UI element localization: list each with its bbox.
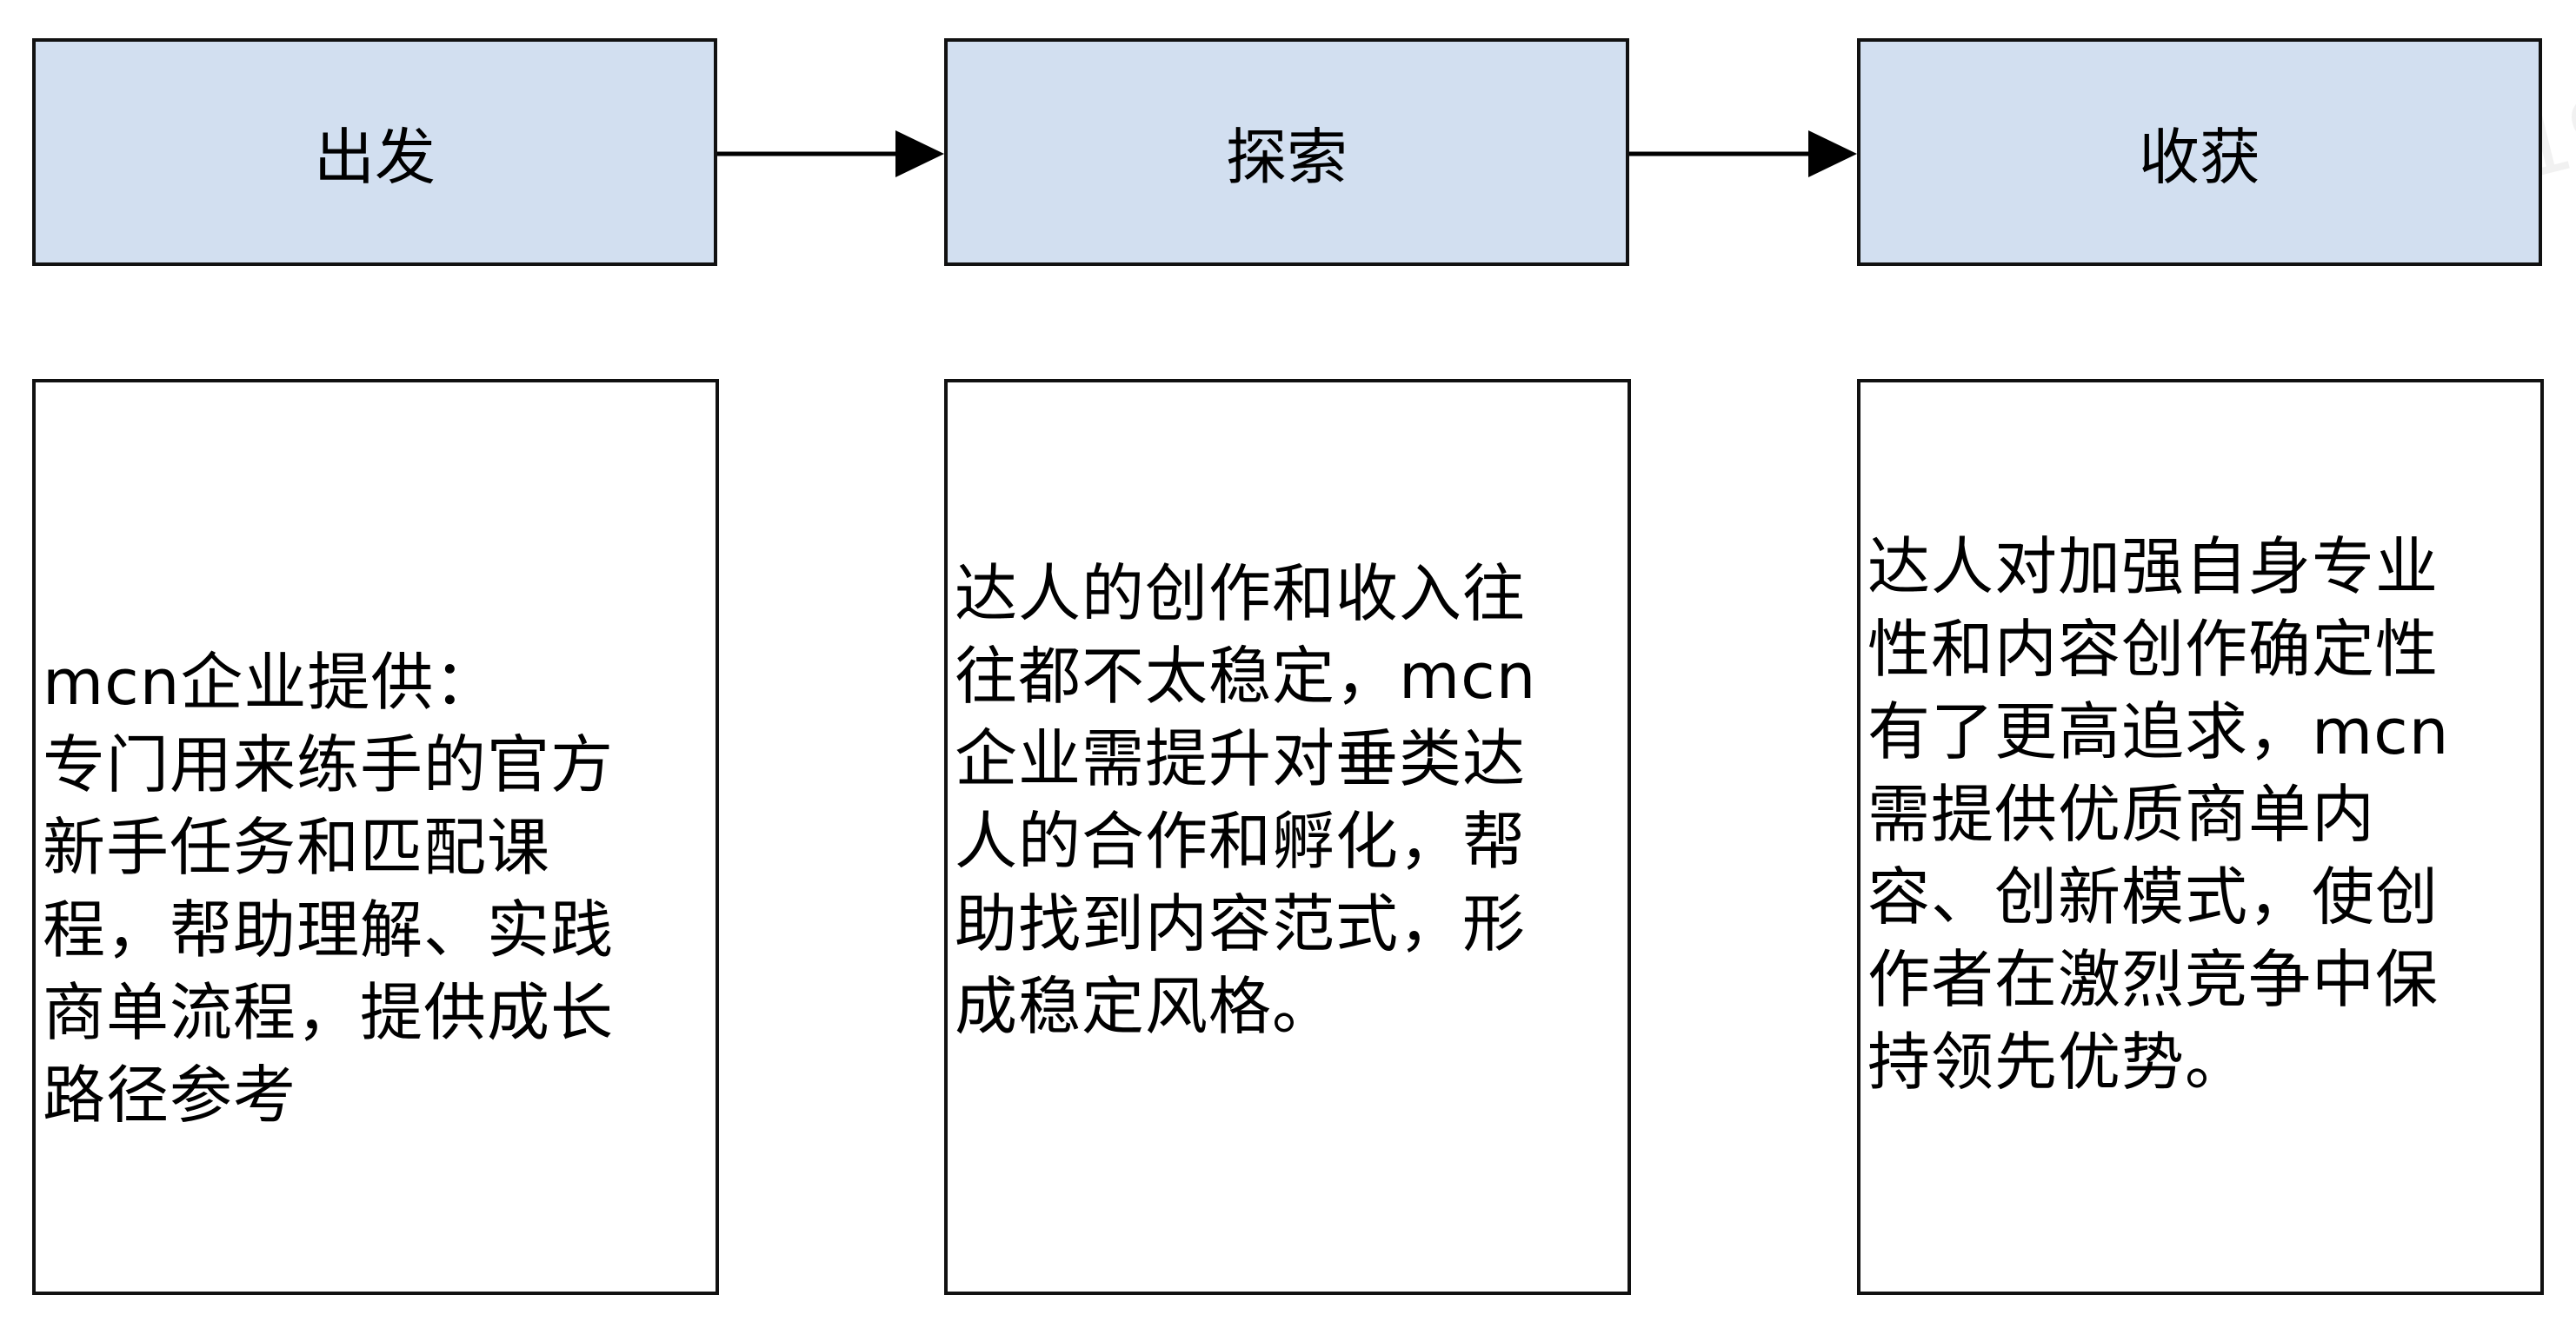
arrow-explore-to-harvest: [1629, 130, 1857, 177]
stage-explore-detail-box: 达人的创作和收入往 往都不太稳定，mcn 企业需提升对垂类达 人的合作和孵化，帮…: [944, 379, 1631, 1295]
stage-explore-box: 探索: [944, 38, 1629, 266]
stage-start-detail-box: mcn企业提供： 专门用来练手的官方 新手任务和匹配课 程，帮助理解、实践 商单…: [32, 379, 719, 1295]
stage-harvest-box: 收获: [1857, 38, 2542, 266]
stage-explore-title: 探索: [1226, 121, 1348, 193]
stage-start-title: 出发: [314, 121, 436, 193]
stage-start-box: 出发: [32, 38, 717, 266]
stage-harvest-title: 收获: [2139, 121, 2260, 193]
stage-start-detail-text: mcn企业提供： 专门用来练手的官方 新手任务和匹配课 程，帮助理解、实践 商单…: [43, 646, 615, 1132]
stage-explore-detail-text: 达人的创作和收入往 往都不太稳定，mcn 企业需提升对垂类达 人的合作和孵化，帮…: [955, 557, 1537, 1043]
stage-harvest-detail-text: 达人对加强自身专业 性和内容创作确定性 有了更高追求，mcn 需提供优质商单内 …: [1867, 529, 2450, 1099]
stage-harvest-detail-box: 达人对加强自身专业 性和内容创作确定性 有了更高追求，mcn 需提供优质商单内 …: [1857, 379, 2544, 1295]
arrow-start-to-explore: [717, 130, 944, 177]
